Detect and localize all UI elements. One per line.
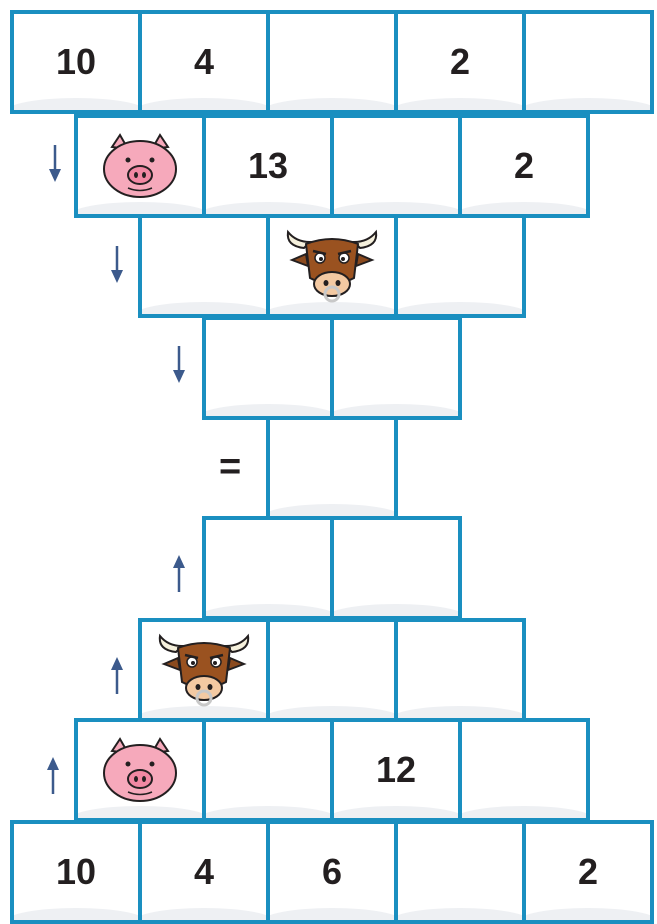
row-8-cell-2[interactable]: 6 [266,820,398,924]
row-2-cell-2[interactable] [394,214,526,318]
down-arrow-icon [111,246,123,283]
row-8-cell-0[interactable]: 10 [10,820,142,924]
up-arrow-icon [173,555,185,592]
row-6-cell-0[interactable] [138,618,270,722]
row-1-cell-2[interactable] [330,114,462,218]
bull-icon [286,229,378,303]
row-6-cell-2[interactable] [394,618,526,722]
cell-value: 2 [513,145,535,186]
row-7-cell-1[interactable] [202,718,334,822]
row-7-cell-0[interactable] [74,718,206,822]
row-2-cell-1[interactable] [266,214,398,318]
up-arrow-icon [47,757,59,794]
row-5-cell-1[interactable] [330,516,462,620]
row-0-cell-2[interactable] [266,10,398,114]
row-0-cell-4[interactable] [522,10,654,114]
cell-value: 4 [193,851,215,892]
down-arrow-icon [173,346,185,383]
cell-value: 6 [321,851,343,892]
row-0-cell-1[interactable]: 4 [138,10,270,114]
pig-icon [103,133,177,198]
up-arrow-icon [111,657,123,694]
row-0-cell-0[interactable]: 10 [10,10,142,114]
row-3-cell-0[interactable] [202,316,334,420]
row-8-cell-4[interactable]: 2 [522,820,654,924]
row-1-cell-3[interactable]: 2 [458,114,590,218]
row-7-cell-2[interactable]: 12 [330,718,462,822]
row-7-cell-3[interactable] [458,718,590,822]
row-8-cell-1[interactable]: 4 [138,820,270,924]
row-6-cell-1[interactable] [266,618,398,722]
row-4-cell-0[interactable] [266,416,398,520]
row-2-cell-0[interactable] [138,214,270,318]
cell-value: 13 [247,145,289,186]
equals-sign: = [219,446,242,488]
row-0-cell-3[interactable]: 2 [394,10,526,114]
cell-value: 12 [375,749,417,790]
down-arrow-icon [49,145,61,182]
cell-value: 4 [193,41,215,82]
row-1-cell-0[interactable] [74,114,206,218]
cell-value: 10 [55,851,97,892]
pig-icon [103,737,177,802]
row-3-cell-1[interactable] [330,316,462,420]
row-1-cell-1[interactable]: 13 [202,114,334,218]
bull-icon [158,633,250,707]
cell-value: 10 [55,41,97,82]
cell-value: 2 [449,41,471,82]
row-5-cell-0[interactable] [202,516,334,620]
cell-value: 2 [577,851,599,892]
row-8-cell-3[interactable] [394,820,526,924]
